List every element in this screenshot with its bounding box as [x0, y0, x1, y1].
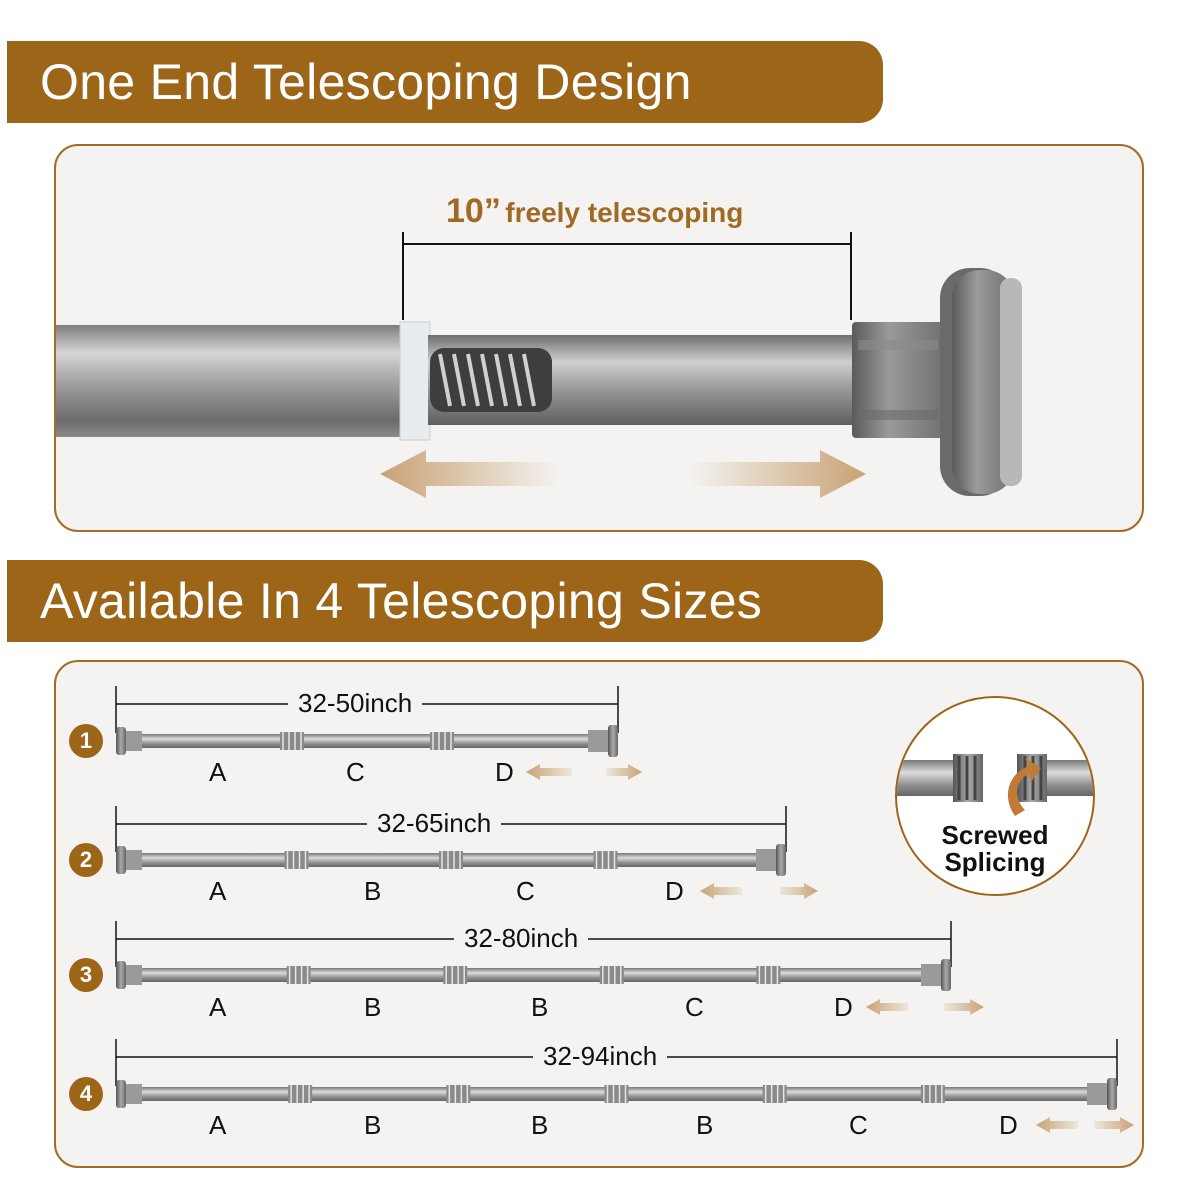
end-fitting-left: [126, 731, 142, 751]
telescoping-amount: 10”: [446, 192, 501, 230]
end-cap-right: [1107, 1078, 1117, 1110]
row-number-badge: 2: [69, 843, 103, 877]
end-fitting-right: [1087, 1083, 1107, 1105]
segment-label: B: [364, 1110, 382, 1140]
segment-label: C: [346, 757, 365, 787]
rod-joint: [599, 966, 624, 984]
end-cap-left: [116, 727, 126, 755]
size-range-label: 32-50inch: [288, 688, 423, 719]
rod-closeup-illustration: [56, 232, 1022, 498]
arrow-left-icon: [1036, 1117, 1078, 1133]
screw-joint-illustration: [897, 754, 1093, 816]
segment-label: D: [495, 757, 514, 787]
segment-label: D: [665, 876, 684, 906]
end-cap-right: [941, 959, 951, 991]
segment-label: A: [209, 876, 227, 906]
end-cap-right: [776, 844, 786, 876]
segment-label: C: [685, 992, 704, 1022]
segment-label: B: [531, 992, 549, 1022]
rod-joint: [593, 851, 618, 869]
screw-label-line2: Splicing: [944, 847, 1046, 877]
section-banner-telescoping-design: One End Telescoping Design: [7, 41, 883, 123]
rod-joint: [443, 966, 468, 984]
size-row-2: [115, 806, 818, 899]
end-cap-left: [116, 1080, 126, 1108]
size-row-1: [115, 686, 642, 780]
segment-label: C: [849, 1110, 868, 1140]
segment-label: A: [209, 1110, 227, 1140]
end-cap-left: [116, 846, 126, 874]
segment-label: A: [209, 757, 227, 787]
size-range-label: 32-80inch: [454, 923, 589, 954]
rod-body: [142, 734, 592, 748]
end-fitting-right: [588, 730, 608, 752]
row-number-badge: 4: [69, 1077, 103, 1111]
row-number-badge: 3: [69, 958, 103, 992]
rod-joint: [286, 966, 311, 984]
arrow-right-icon: [780, 883, 818, 899]
end-cap-right: [608, 725, 618, 757]
segment-label: C: [516, 876, 535, 906]
size-row-4: [115, 1039, 1134, 1133]
segment-label: B: [696, 1110, 714, 1140]
end-fitting-right: [921, 964, 941, 986]
screw-label-line1: Screwed: [941, 820, 1049, 850]
end-fitting-left: [126, 1084, 142, 1104]
rod-joint: [439, 851, 463, 869]
end-fitting-left: [126, 850, 142, 870]
telescoping-text: freely telescoping: [505, 197, 744, 228]
banner-title: One End Telescoping Design: [40, 54, 692, 110]
arrow-right-icon: [606, 764, 642, 780]
rod-joint: [288, 1085, 313, 1103]
arrow-right-icon: [944, 999, 984, 1015]
rod-joint: [284, 851, 309, 869]
rod-joint: [920, 1085, 945, 1103]
arrow-right-icon: [1094, 1117, 1134, 1133]
segment-label: A: [209, 992, 227, 1022]
segment-label: B: [364, 992, 382, 1022]
size-range-label: 32-65inch: [367, 808, 502, 839]
arrow-left-icon: [526, 764, 572, 780]
rod-joint: [446, 1085, 471, 1103]
end-fitting-left: [126, 965, 142, 985]
row-number-badge: 1: [69, 724, 103, 758]
rod-joint: [604, 1085, 629, 1103]
end-cap-left: [116, 961, 126, 989]
rod-body: [142, 968, 925, 982]
rod-joint: [430, 732, 454, 750]
segment-label: D: [999, 1110, 1018, 1140]
rod-joint: [762, 1085, 787, 1103]
screwed-splicing-callout: Screwed Splicing: [895, 696, 1095, 896]
segment-label: D: [834, 992, 853, 1022]
rod-joint: [280, 732, 304, 750]
banner-title: Available In 4 Telescoping Sizes: [40, 573, 763, 629]
segment-label: B: [531, 1110, 549, 1140]
arrow-left-icon: [866, 999, 908, 1015]
end-fitting-right: [756, 849, 776, 871]
section-banner-sizes: Available In 4 Telescoping Sizes: [7, 560, 883, 642]
telescoping-range-label: 10” freely telescoping: [446, 192, 743, 231]
segment-label: B: [364, 876, 382, 906]
rod-joint: [756, 966, 781, 984]
size-range-label: 32-94inch: [533, 1041, 668, 1072]
arrow-left-icon: [700, 883, 742, 899]
